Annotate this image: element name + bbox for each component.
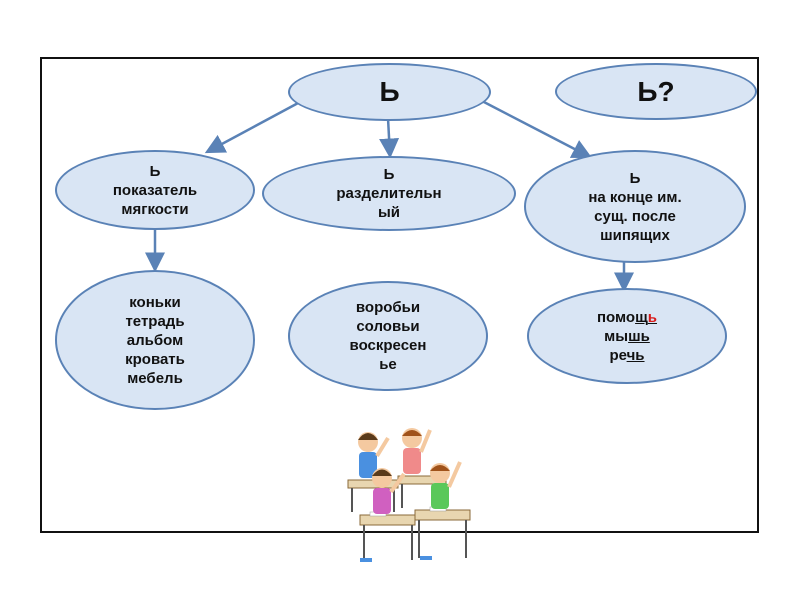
category-sibilant-node: Ь на конце им. сущ. после шипящих bbox=[524, 150, 746, 263]
example-word: воробьи bbox=[356, 298, 420, 317]
root-label: Ь bbox=[379, 76, 399, 108]
arrow-root-to-separating bbox=[388, 118, 390, 156]
example-word: альбом bbox=[127, 331, 183, 350]
root-node: Ь bbox=[288, 63, 491, 121]
question-node: Ь? bbox=[555, 63, 757, 120]
example-word: коньки bbox=[129, 293, 180, 312]
example-word: речь bbox=[609, 346, 644, 365]
word-sibilant: щ bbox=[635, 309, 648, 326]
example-word: соловьи bbox=[356, 317, 419, 336]
category-softness-node: Ь показатель мягкости bbox=[55, 150, 255, 230]
category-separating-line: ый bbox=[378, 203, 400, 222]
example-word: кровать bbox=[125, 350, 185, 369]
example-word: тетрадь bbox=[125, 312, 184, 331]
examples-sibilant-node: помощь мышь речь bbox=[527, 288, 727, 384]
students-at-desks-illustration bbox=[330, 420, 490, 575]
category-sibilant-line: шипящих bbox=[600, 226, 670, 245]
word-stem: помо bbox=[597, 309, 635, 326]
arrow-root-to-sibilant bbox=[482, 101, 590, 157]
category-softness-line: мягкости bbox=[121, 200, 188, 219]
example-word: ье bbox=[379, 355, 397, 374]
example-word: помощь bbox=[597, 308, 657, 327]
category-softness-line: Ь bbox=[150, 162, 161, 181]
word-underlined-ending: шь bbox=[628, 328, 650, 345]
word-underlined-ending: чь bbox=[627, 347, 645, 364]
example-word: мышь bbox=[604, 327, 650, 346]
category-separating-line: разделительн bbox=[336, 184, 441, 203]
category-sibilant-line: сущ. после bbox=[594, 207, 676, 226]
question-label: Ь? bbox=[637, 76, 674, 108]
category-softness-line: показатель bbox=[113, 181, 197, 200]
word-stem: ре bbox=[609, 347, 626, 364]
example-word: мебель bbox=[127, 369, 183, 388]
arrow-root-to-softness bbox=[207, 102, 300, 152]
soft-sign-highlight: ь bbox=[648, 309, 657, 326]
category-sibilant-line: Ь bbox=[630, 169, 641, 188]
example-word: воскресен bbox=[350, 336, 427, 355]
word-stem: мы bbox=[604, 328, 628, 345]
category-separating-node: Ь разделительн ый bbox=[262, 156, 516, 231]
category-sibilant-line: на конце им. bbox=[588, 188, 681, 207]
category-separating-line: Ь bbox=[384, 165, 395, 184]
examples-softness-node: коньки тетрадь альбом кровать мебель bbox=[55, 270, 255, 410]
word-underlined-ending: щь bbox=[635, 309, 657, 326]
examples-separating-node: воробьи соловьи воскресен ье bbox=[288, 281, 488, 391]
